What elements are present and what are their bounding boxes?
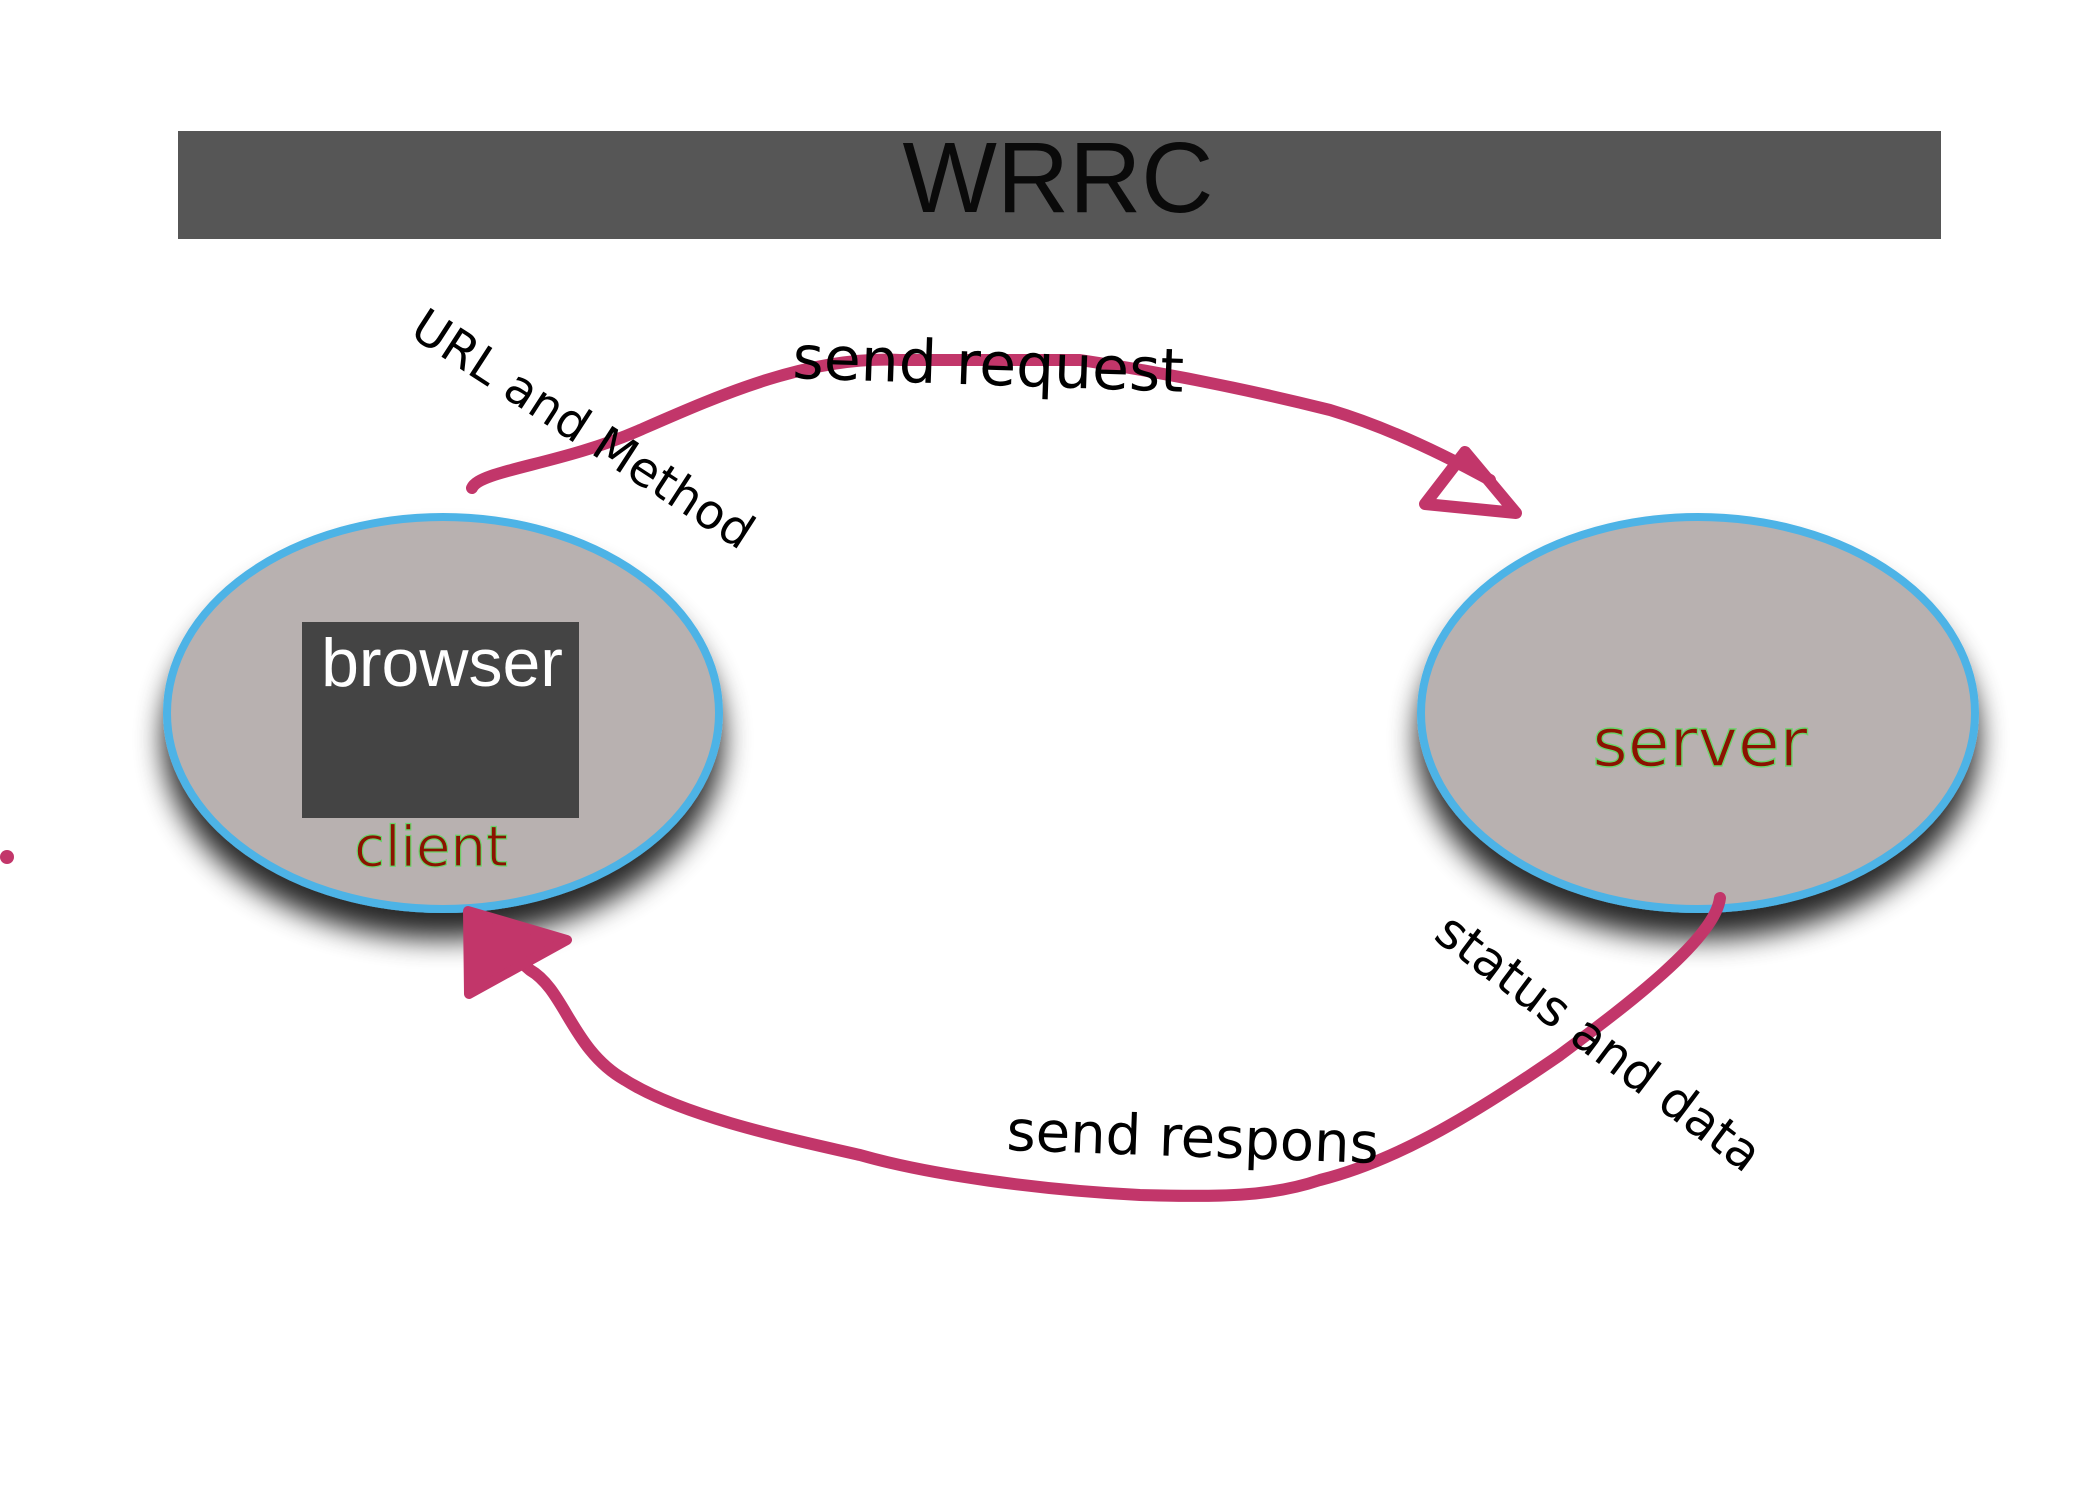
response-arrow-head bbox=[463, 906, 572, 999]
response-arrow-line bbox=[472, 892, 1726, 1202]
client-label: client bbox=[354, 815, 508, 880]
response-arrow bbox=[463, 892, 1726, 1202]
stray-dot bbox=[0, 850, 14, 864]
browser-box bbox=[302, 622, 579, 818]
send-request-label: send request bbox=[791, 323, 1185, 407]
server-label: server bbox=[1592, 704, 1807, 783]
request-arrow bbox=[466, 353, 1522, 519]
client-node: browser client bbox=[163, 513, 723, 913]
request-arrow-head bbox=[1419, 446, 1522, 519]
page-title: WRRC bbox=[902, 122, 1213, 234]
title-bar: WRRC bbox=[178, 122, 1941, 239]
browser-label: browser bbox=[321, 625, 563, 701]
status-and-data-label: status and data bbox=[1425, 901, 1773, 1183]
send-response-label: send respons bbox=[1006, 1099, 1380, 1177]
request-arrow-line bbox=[466, 353, 1496, 494]
server-ellipse bbox=[1417, 513, 1979, 913]
title-bar-background bbox=[178, 131, 1941, 239]
server-node: server bbox=[1417, 513, 1979, 913]
